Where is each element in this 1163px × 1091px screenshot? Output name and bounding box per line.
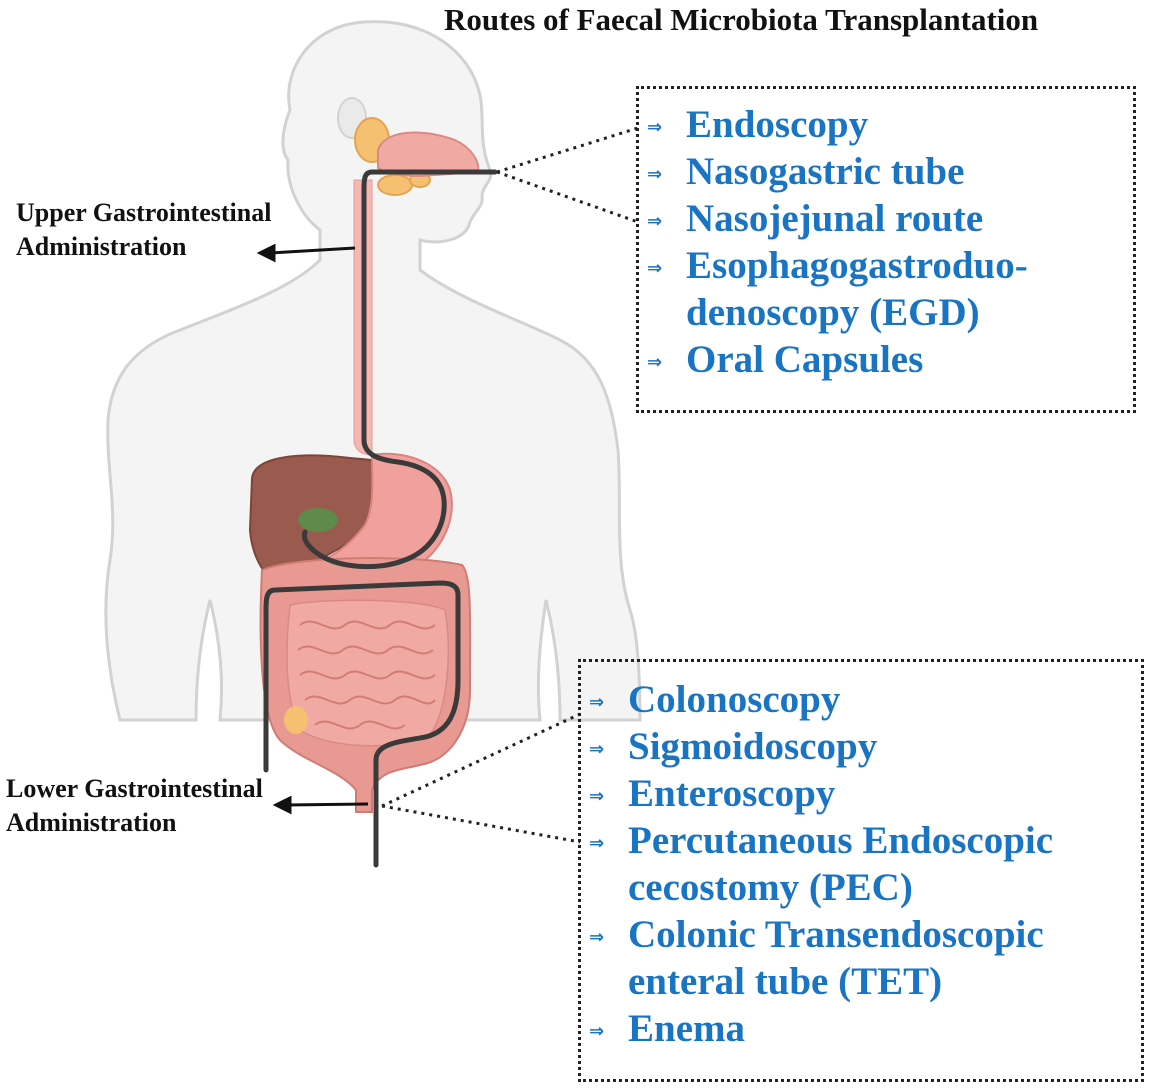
upper-route-text: Nasojejunal route (686, 197, 984, 240)
lower-routes-list: ⇒ Colonoscopy ⇒ Sigmoidoscopy ⇒ Enteroscopy… (581, 676, 1141, 1052)
upper-route-item: ⇒ Esophagogastroduo-denoscopy (EGD) (639, 242, 1133, 336)
upper-route-item: ⇒ Nasogastric tube (639, 148, 1133, 195)
arrow-right-icon: ⇒ (647, 211, 663, 232)
lower-label-arrow (272, 795, 369, 815)
appendix-shape (284, 706, 308, 734)
diagram-title: Routes of Faecal Microbiota Transplantat… (444, 2, 1039, 37)
lower-colonoscope-tube (263, 580, 461, 868)
upper-gi-label-line1: Upper Gastrointestinal (16, 198, 272, 227)
human-body-silhouette (104, 20, 642, 722)
lower-route-item: ⇒ Sigmoidoscopy (581, 723, 1141, 770)
upper-route-text: Oral Capsules (686, 338, 924, 381)
upper-route-text: Esophagogastroduo- (686, 244, 1028, 287)
arrow-right-icon: ⇒ (589, 833, 605, 854)
lower-gi-label: Lower Gastrointestinal Administration (6, 772, 263, 840)
arrow-right-icon: ⇒ (589, 739, 605, 760)
lower-route-text-continued: cecostomy (PEC) (628, 866, 913, 909)
upper-label-arrow (256, 243, 356, 263)
lower-gi-label-line2: Administration (6, 808, 177, 837)
upper-routes-box: ⇒ Endoscopy ⇒ Nasogastric tube ⇒ Nasojejuna… (636, 86, 1136, 413)
lower-route-item: ⇒ Enteroscopy (581, 770, 1141, 817)
lower-route-text: Percutaneous Endoscopic (628, 819, 1054, 862)
upper-gi-label-line2: Administration (16, 232, 187, 261)
upper-routes-list: ⇒ Endoscopy ⇒ Nasogastric tube ⇒ Nasojejuna… (639, 101, 1133, 383)
arrow-right-icon: ⇒ (647, 258, 663, 279)
lower-route-text-continued: enteral tube (TET) (628, 960, 943, 1003)
lower-route-text: Enteroscopy (628, 772, 836, 815)
arrow-right-icon: ⇒ (589, 927, 605, 948)
upper-route-text: Nasogastric tube (686, 150, 965, 193)
upper-route-item: ⇒ Endoscopy (639, 101, 1133, 148)
lower-route-text: Sigmoidoscopy (628, 725, 878, 768)
upper-gi-label: Upper Gastrointestinal Administration (16, 196, 271, 264)
upper-endoscope-tube (301, 169, 498, 569)
lower-route-item: ⇒ Colonoscopy (581, 676, 1141, 723)
lower-routes-box: ⇒ Colonoscopy ⇒ Sigmoidoscopy ⇒ Enteroscopy… (578, 659, 1144, 1082)
arrow-right-icon: ⇒ (647, 117, 663, 138)
upper-route-item: ⇒ Nasojejunal route (639, 195, 1133, 242)
arrow-right-icon: ⇒ (647, 352, 663, 373)
arrow-right-icon: ⇒ (589, 1021, 605, 1042)
lower-route-text: Enema (628, 1007, 745, 1050)
upper-connector-lines (496, 126, 639, 224)
upper-route-text-continued: denoscopy (EGD) (686, 291, 980, 334)
small-intestine-coils (297, 620, 436, 730)
arrow-right-icon: ⇒ (589, 786, 605, 807)
lower-connector-lines (381, 712, 581, 844)
lower-gi-label-line1: Lower Gastrointestinal (6, 774, 263, 803)
lower-route-text: Colonic Transendoscopic (628, 913, 1044, 956)
arrow-right-icon: ⇒ (647, 164, 663, 185)
upper-route-text: Endoscopy (686, 103, 869, 146)
gallbladder-shape (298, 508, 338, 532)
lower-route-text: Colonoscopy (628, 678, 841, 721)
upper-route-item: ⇒ Oral Capsules (639, 336, 1133, 383)
arrow-right-icon: ⇒ (589, 692, 605, 713)
lower-route-item: ⇒ Enema (581, 1005, 1141, 1052)
